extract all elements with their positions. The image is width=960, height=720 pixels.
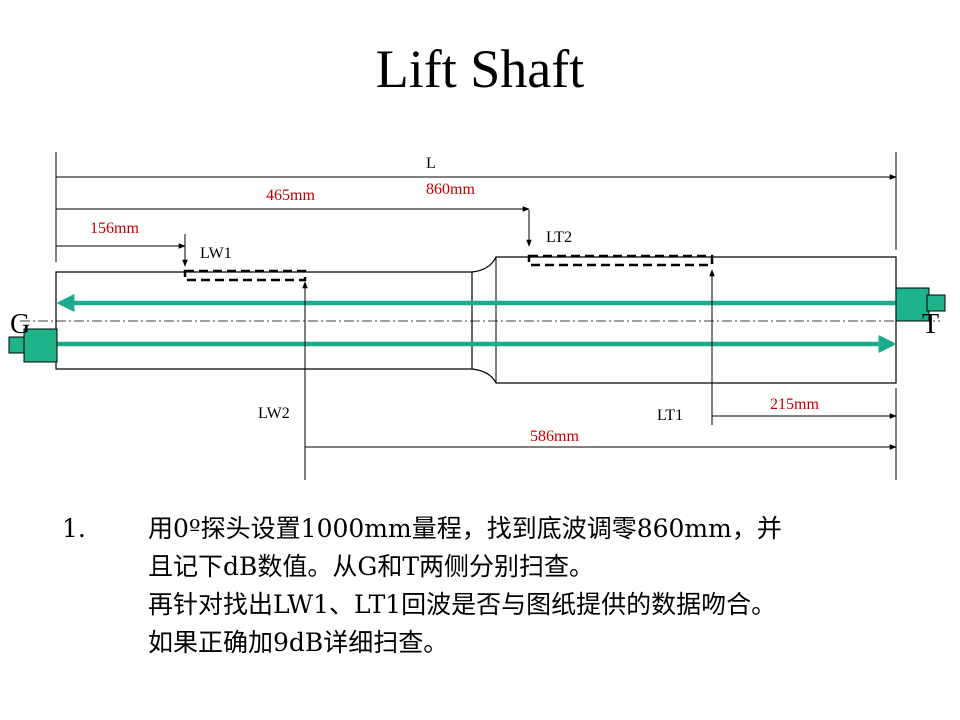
label-lw2: LW2 — [258, 405, 290, 422]
label-lt1: LT1 — [657, 407, 683, 424]
step-line: 用0º探头设置1000mm量程，找到底波调零860mm，并 — [148, 514, 782, 543]
defect-box-lt2 — [527, 254, 714, 267]
probe-g — [23, 328, 58, 363]
label-586: 586mm — [530, 428, 579, 445]
label-lt2: LT2 — [546, 229, 572, 246]
label-156: 156mm — [90, 220, 139, 237]
label-g: G — [10, 309, 30, 340]
step-line: 如果正确加9dB详细扫查。 — [148, 628, 449, 657]
label-860: 860mm — [426, 181, 475, 198]
defect-box-lw1 — [183, 269, 307, 282]
probe-t-cable — [926, 294, 946, 312]
slide-title: Lift Shaft — [375, 39, 585, 99]
label-465: 465mm — [266, 187, 315, 204]
label-t: T — [922, 309, 939, 340]
step-line: 且记下dB数值。从G和T两侧分别扫查。 — [148, 552, 595, 581]
step-line: 再针对找出LW1、LT1回波是否与图纸提供的数据吻合。 — [148, 590, 777, 619]
step-text: 用0º探头设置1000mm量程，找到底波调零860mm，并 且记下dB数值。从G… — [148, 510, 782, 662]
label-215: 215mm — [770, 396, 819, 413]
step-number: 1. — [62, 514, 86, 543]
shaft-outline-large — [471, 256, 897, 384]
label-l: L — [426, 155, 436, 172]
shaft-outline — [55, 271, 473, 370]
label-lw1: LW1 — [200, 245, 232, 262]
